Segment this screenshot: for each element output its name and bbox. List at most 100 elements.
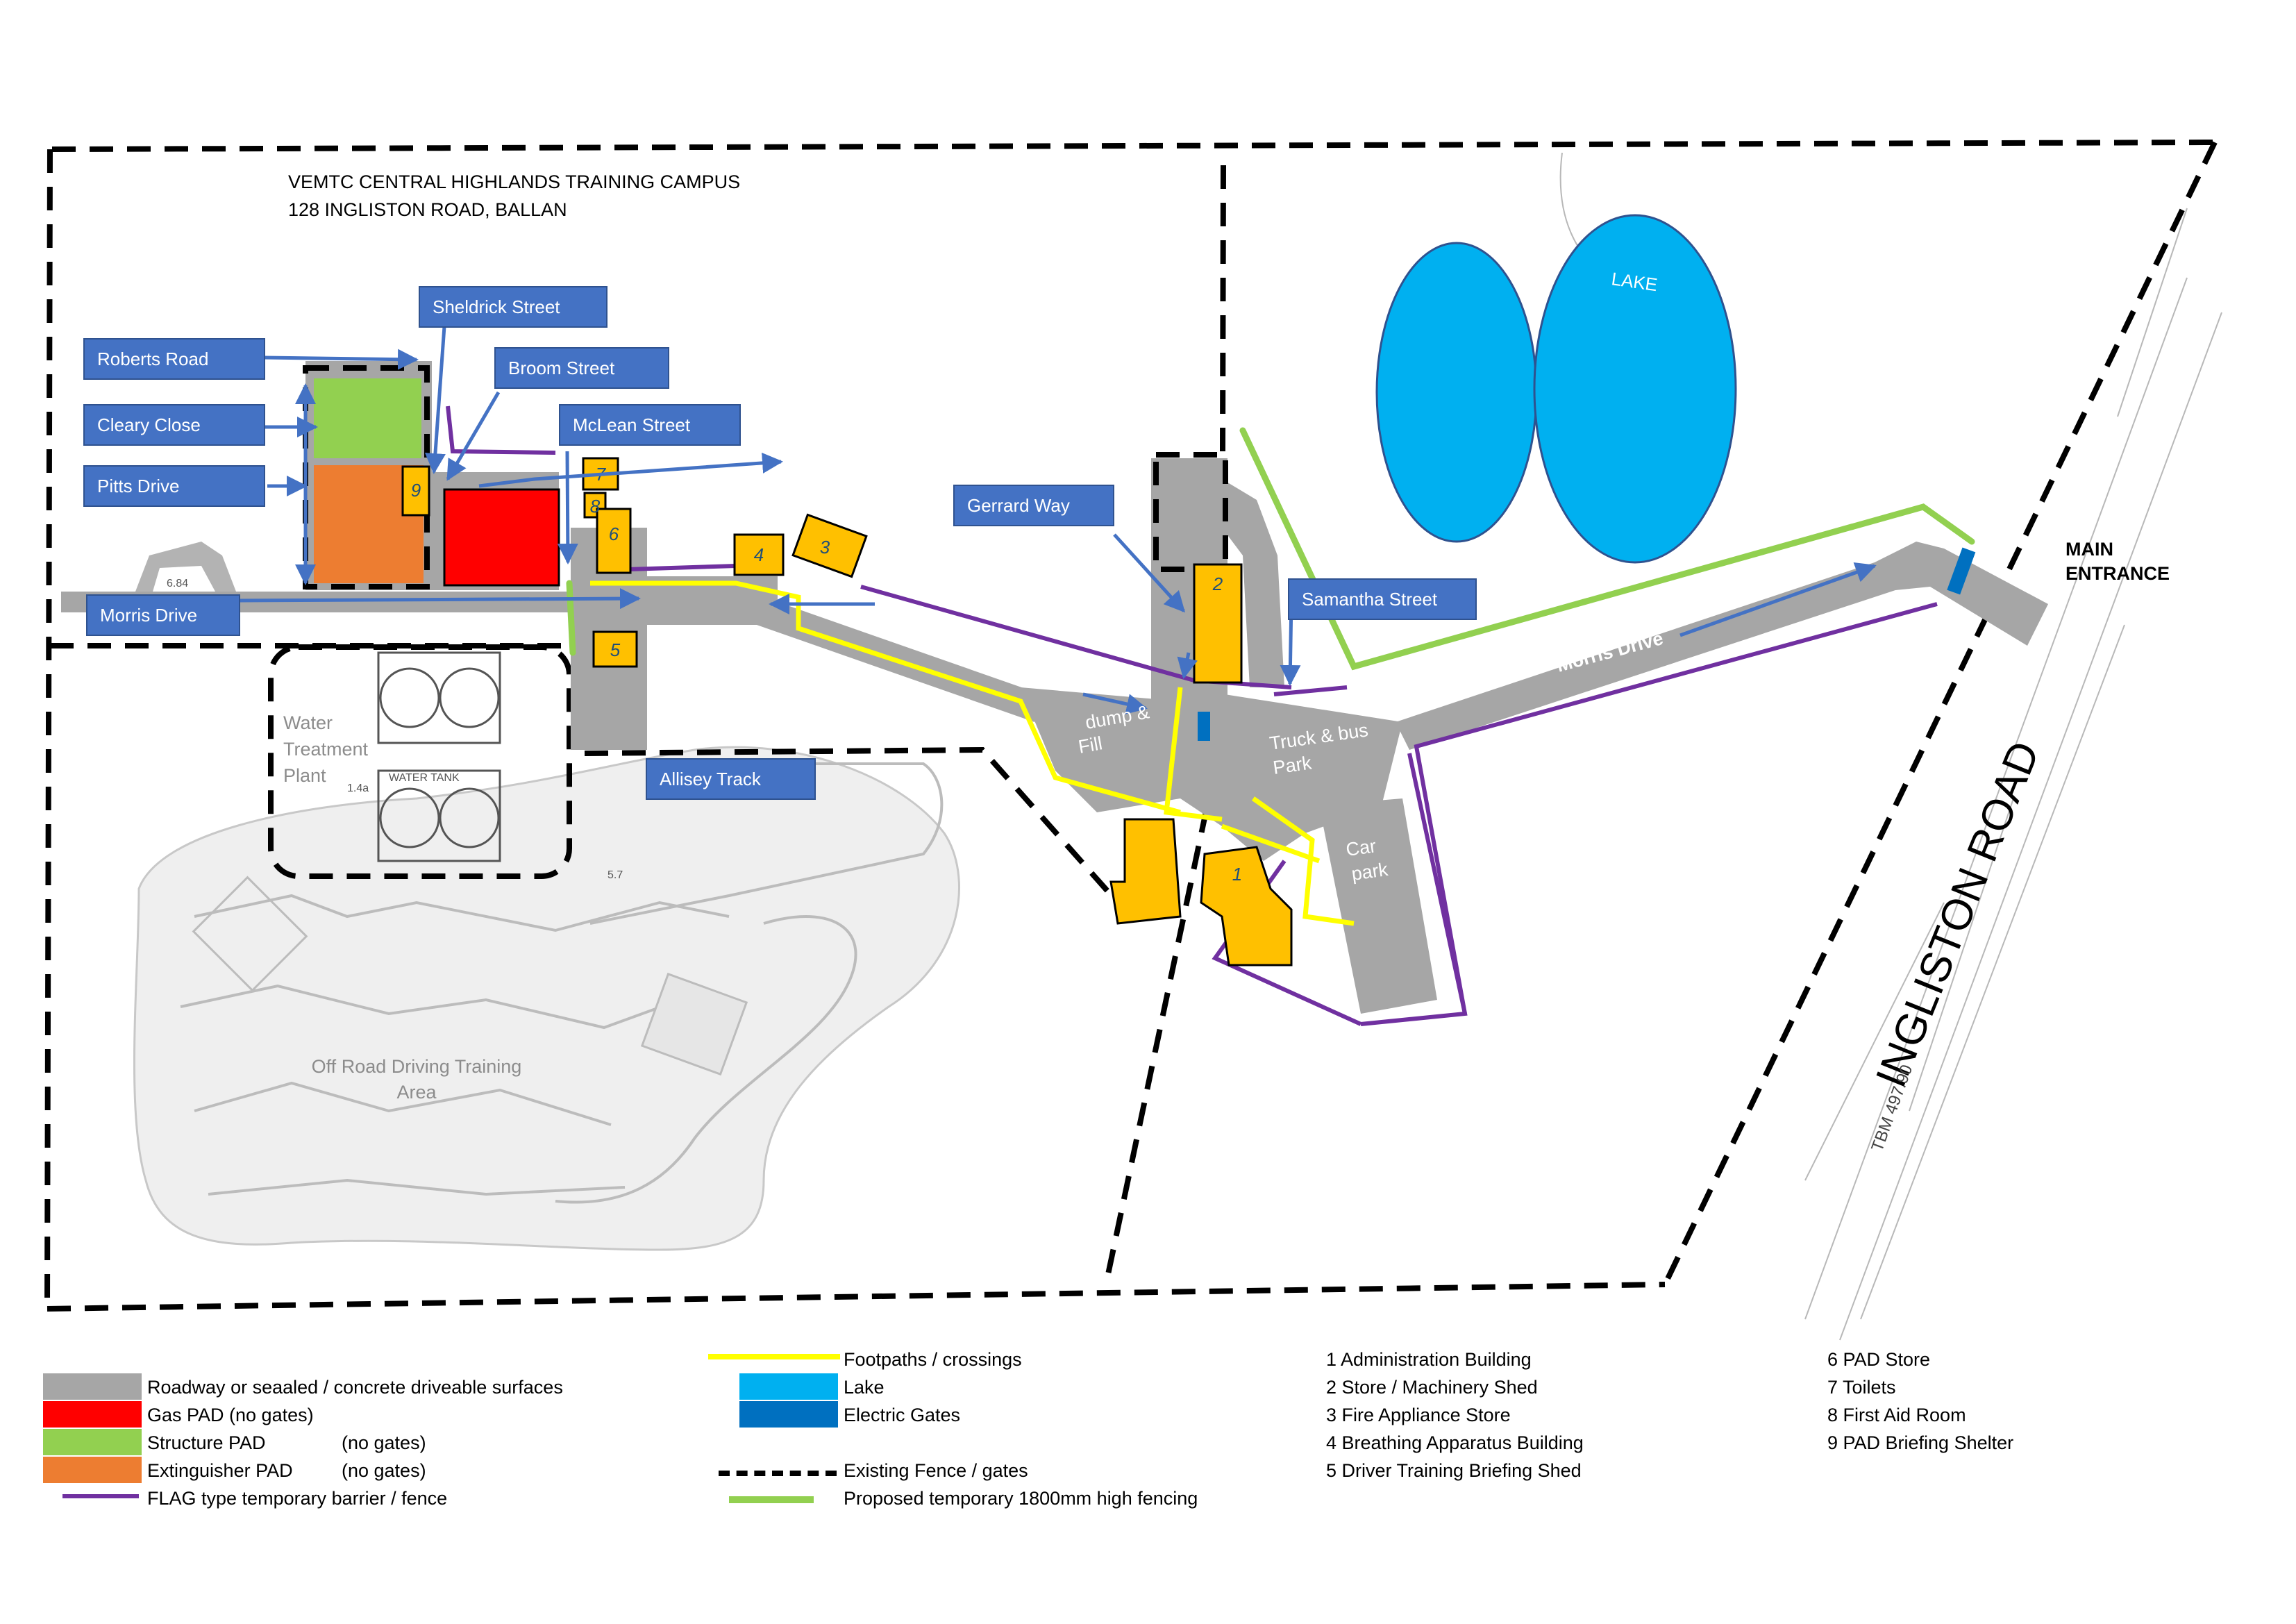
legend-swatch-proposed-fencing bbox=[729, 1496, 814, 1503]
building-5 bbox=[592, 630, 638, 668]
survey-5-7: 5.7 bbox=[607, 869, 623, 881]
survey-6-84: 6.84 bbox=[167, 578, 188, 589]
dump-fill-label-2: Fill bbox=[1077, 733, 1104, 757]
legend-key-8: 8 First Aid Room bbox=[1827, 1405, 1966, 1425]
survey-1-4a: 1.4a bbox=[347, 782, 369, 794]
legend-swatch-flag-barrier bbox=[62, 1494, 139, 1498]
arrow-icon bbox=[446, 391, 501, 481]
building-6-number: 6 bbox=[609, 524, 619, 544]
legend-structure-pad-note: (no gates) bbox=[342, 1432, 426, 1453]
building-numbers: 9 7 8 6 5 4 3 2 1 bbox=[411, 464, 1242, 885]
water-plant-label-3: Plant bbox=[283, 765, 326, 786]
label-cleary-close: Cleary Close bbox=[83, 404, 265, 446]
car-park-label-1: Car bbox=[1345, 835, 1377, 860]
electric-gate-mid bbox=[1198, 712, 1210, 741]
legend-key-7: 7 Toilets bbox=[1827, 1377, 1896, 1398]
label-arrows bbox=[235, 326, 1877, 714]
legend-swatch-structure-pad bbox=[43, 1429, 142, 1455]
legend-existing-fence: Existing Fence / gates bbox=[844, 1460, 1028, 1481]
building-2 bbox=[1193, 563, 1243, 684]
small-survey-labels: WATER TANK 6.84 1.4a 5.7 bbox=[167, 578, 623, 881]
legend-flag-barrier: FLAG type temporary barrier / fence bbox=[147, 1488, 448, 1509]
arrow-icon bbox=[1082, 692, 1148, 714]
off-road-training-area bbox=[133, 746, 960, 1251]
offroad-label-1: Off Road Driving Training bbox=[312, 1056, 522, 1077]
legend-structure-pad: Structure PAD bbox=[147, 1432, 266, 1453]
electric-gate-east bbox=[1947, 547, 1976, 595]
water-plant-label-1: Water bbox=[283, 712, 333, 733]
label-pitts-drive: Pitts Drive bbox=[83, 465, 265, 507]
building-4 bbox=[733, 533, 785, 576]
map-title-line-1: VEMTC CENTRAL HIGHLANDS TRAINING CAMPUS bbox=[288, 171, 741, 192]
water-plant-label-2: Treatment bbox=[283, 739, 369, 760]
legend-gas-pad: Gas PAD (no gates) bbox=[147, 1405, 314, 1425]
legend-footpaths: Footpaths / crossings bbox=[844, 1349, 1022, 1370]
legend-key-3: 3 Fire Appliance Store bbox=[1326, 1405, 1511, 1425]
map-title-line-2: 128 INGLISTON ROAD, BALLAN bbox=[288, 199, 567, 220]
offroad-label-2: Area bbox=[396, 1082, 437, 1103]
proposed-fencing bbox=[566, 427, 1975, 671]
building-8-number: 8 bbox=[590, 496, 601, 517]
legend-roadway: Roadway or seaaled / concrete driveable … bbox=[147, 1377, 563, 1398]
building-6 bbox=[596, 508, 632, 574]
label-gerrard-way: Gerrard Way bbox=[953, 485, 1114, 526]
arrow-icon bbox=[235, 588, 641, 610]
gas-pad bbox=[443, 488, 560, 587]
legend-key-6: 6 PAD Store bbox=[1827, 1349, 1931, 1370]
legend-key-9: 9 PAD Briefing Shelter bbox=[1827, 1432, 2014, 1453]
building-9-number: 9 bbox=[411, 480, 421, 501]
store-dashed-outline bbox=[1153, 452, 1228, 572]
legend-lake: Lake bbox=[844, 1377, 885, 1398]
legend-key-5: 5 Driver Training Briefing Shed bbox=[1326, 1460, 1582, 1481]
footpaths bbox=[590, 580, 1355, 926]
arrow-icon bbox=[1177, 652, 1198, 679]
label-roberts-road: Roberts Road bbox=[83, 338, 265, 380]
building-5-number: 5 bbox=[610, 639, 621, 660]
lake: LAKE bbox=[1375, 214, 1737, 564]
arrow-icon bbox=[478, 452, 783, 488]
legend-swatch-roadway bbox=[43, 1373, 142, 1400]
building-3-number: 3 bbox=[820, 537, 830, 558]
arrow-icon bbox=[1113, 533, 1186, 613]
main-entrance-label-1: MAIN bbox=[2065, 539, 2113, 560]
arrow-icon bbox=[557, 451, 578, 564]
buildings bbox=[401, 457, 1293, 966]
legend-electric-gates: Electric Gates bbox=[844, 1405, 961, 1425]
background-survey-lines bbox=[1559, 152, 2222, 1341]
building-1 bbox=[1109, 818, 1293, 966]
legend-key-4: 4 Breathing Apparatus Building bbox=[1326, 1432, 1584, 1453]
label-morris-drive-west: Morris Drive bbox=[86, 594, 240, 636]
legend-swatch-extinguisher-pad bbox=[43, 1457, 142, 1483]
label-sheldrick-street: Sheldrick Street bbox=[419, 286, 607, 328]
building-3 bbox=[791, 513, 868, 578]
building-2-number: 2 bbox=[1212, 574, 1223, 594]
building-4-number: 4 bbox=[754, 544, 764, 565]
label-samantha-street: Samantha Street bbox=[1288, 578, 1477, 620]
label-broom-street: Broom Street bbox=[494, 347, 669, 389]
legend-proposed-fencing: Proposed temporary 1800mm high fencing bbox=[844, 1488, 1198, 1509]
structure-pad bbox=[314, 378, 421, 458]
arrow-icon bbox=[424, 326, 446, 474]
car-park-label-2: park bbox=[1350, 859, 1390, 885]
legend-extinguisher-pad-note: (no gates) bbox=[342, 1460, 426, 1481]
legend-key-2: 2 Store / Machinery Shed bbox=[1326, 1377, 1538, 1398]
legend-swatch-lake bbox=[739, 1373, 838, 1400]
building-1-number: 1 bbox=[1232, 864, 1242, 885]
legend-extinguisher-pad: Extinguisher PAD bbox=[147, 1460, 293, 1481]
legend-swatch-footpaths bbox=[708, 1354, 840, 1359]
legend-swatch-existing-fence bbox=[719, 1471, 837, 1476]
label-allisey-track: Allisey Track bbox=[646, 758, 816, 800]
label-mclean-street: McLean Street bbox=[559, 404, 741, 446]
building-9 bbox=[401, 465, 430, 517]
water-tank-label: WATER TANK bbox=[389, 772, 460, 784]
legend-swatch-electric-gates bbox=[739, 1401, 838, 1428]
grey-labels: Water Treatment Plant Off Road Driving T… bbox=[283, 712, 521, 1103]
arrow-icon bbox=[263, 349, 419, 370]
arrow-icon bbox=[1679, 562, 1877, 637]
main-entrance-label-2: ENTRANCE bbox=[2065, 563, 2170, 584]
water-treatment-plant bbox=[268, 644, 572, 879]
legend-key-1: 1 Administration Building bbox=[1326, 1349, 1532, 1370]
legend-swatch-gas-pad bbox=[43, 1401, 142, 1428]
ingliston-road-label: INGLISTON ROAD bbox=[1867, 735, 2049, 1094]
